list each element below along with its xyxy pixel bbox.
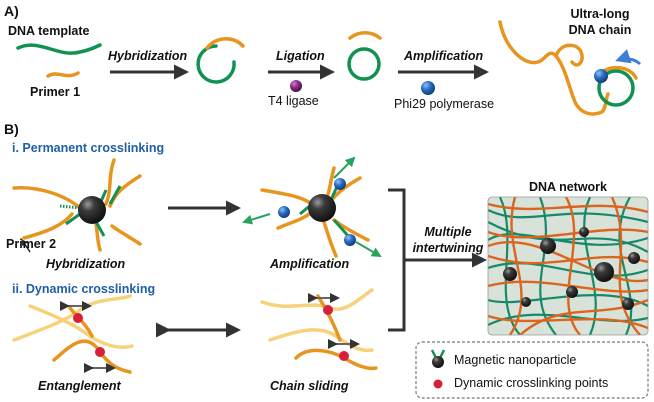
legend-crosslink-label: Dynamic crosslinking points [454, 376, 609, 390]
primer-1-strand [46, 71, 80, 78]
entanglement-label: Entanglement [38, 379, 121, 393]
hybridization-label: Hybridization [108, 49, 188, 63]
nanoparticle-icon [78, 196, 106, 224]
ultra-long-line2: DNA chain [568, 23, 632, 37]
dna-network-label: DNA network [528, 180, 607, 194]
ultra-long-dna-chain [498, 20, 642, 116]
phi29-polymerase-icon [421, 81, 435, 95]
b-amplification-label: Amplification [270, 257, 350, 271]
t4-ligase-label: T4 ligase [268, 94, 319, 108]
entanglement-chains [12, 294, 134, 374]
bracket [388, 188, 406, 332]
legend-crosslink-icon [433, 379, 443, 389]
label-b: B) [4, 121, 19, 137]
primer-2-label: Primer 2 [6, 237, 57, 251]
legend-nanoparticle-icon [430, 349, 446, 368]
hybridized-template [196, 37, 245, 84]
phi29-label: Phi29 polymerase [394, 97, 495, 111]
primer-1-label: Primer 1 [30, 85, 81, 99]
hybridization-particle [12, 158, 142, 252]
t4-ligase-icon [290, 80, 302, 92]
dna-template-label: DNA template [8, 24, 90, 38]
b-hybridization-label: Hybridization [46, 257, 126, 271]
multiple-line1: Multiple [424, 225, 472, 239]
dynamic-crosslinking-title: ii. Dynamic crosslinking [12, 282, 156, 296]
polymerase-icon [594, 69, 608, 83]
legend-box [415, 341, 649, 399]
amplification-label: Amplification [404, 49, 484, 63]
ligation-label: Ligation [276, 49, 325, 63]
label-a: A) [4, 3, 19, 19]
multiple-line2: intertwining [412, 241, 484, 255]
legend-nanoparticle-label: Magnetic nanoparticle [454, 353, 577, 367]
amplification-particle [242, 156, 382, 258]
primer-2-pointer [21, 238, 31, 253]
dna-network-image [488, 197, 648, 335]
chain-sliding-label: Chain sliding [270, 379, 349, 393]
ligated-circle [347, 30, 382, 81]
ultra-long-line1: Ultra-long [570, 7, 630, 21]
chain-sliding-chains [260, 288, 378, 371]
permanent-crosslinking-title: i. Permanent crosslinking [12, 141, 165, 155]
template-strand [16, 43, 102, 55]
